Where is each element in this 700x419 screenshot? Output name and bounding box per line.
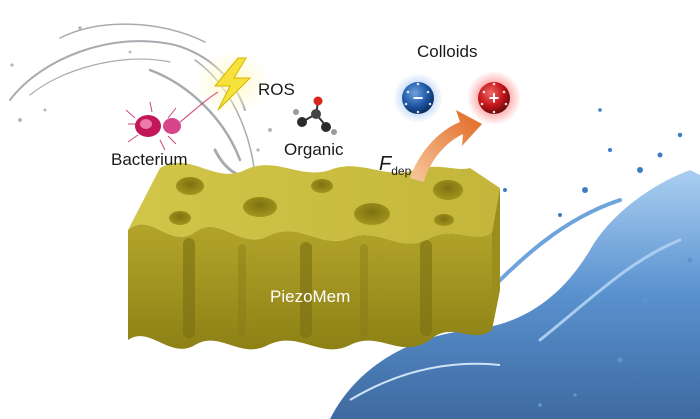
membrane-pores-side	[183, 238, 432, 338]
force-arrow-icon	[410, 110, 482, 182]
membrane-end	[492, 188, 500, 330]
membrane-pores-top	[169, 177, 463, 226]
colloids-label: Colloids	[417, 42, 478, 61]
membrane-label: PiezoMem	[270, 287, 351, 306]
lightning-bolt-icon	[194, 50, 270, 114]
ros-label: ROS	[258, 80, 295, 99]
colloid-positive	[467, 71, 521, 125]
organic-label: Organic	[284, 140, 344, 159]
bacterium-label: Bacterium	[111, 150, 188, 169]
force-symbol: F	[379, 153, 392, 175]
force-label: Fdep	[379, 153, 412, 178]
bacterium-icon	[125, 91, 219, 151]
membrane	[128, 162, 500, 350]
force-subscript: dep	[391, 164, 412, 178]
membrane-top	[128, 162, 500, 244]
organic-molecule-icon	[293, 96, 337, 135]
colloid-negative	[393, 73, 443, 123]
positive-charge-symbol: +	[489, 88, 500, 108]
negative-charge-symbol: −	[413, 88, 424, 108]
